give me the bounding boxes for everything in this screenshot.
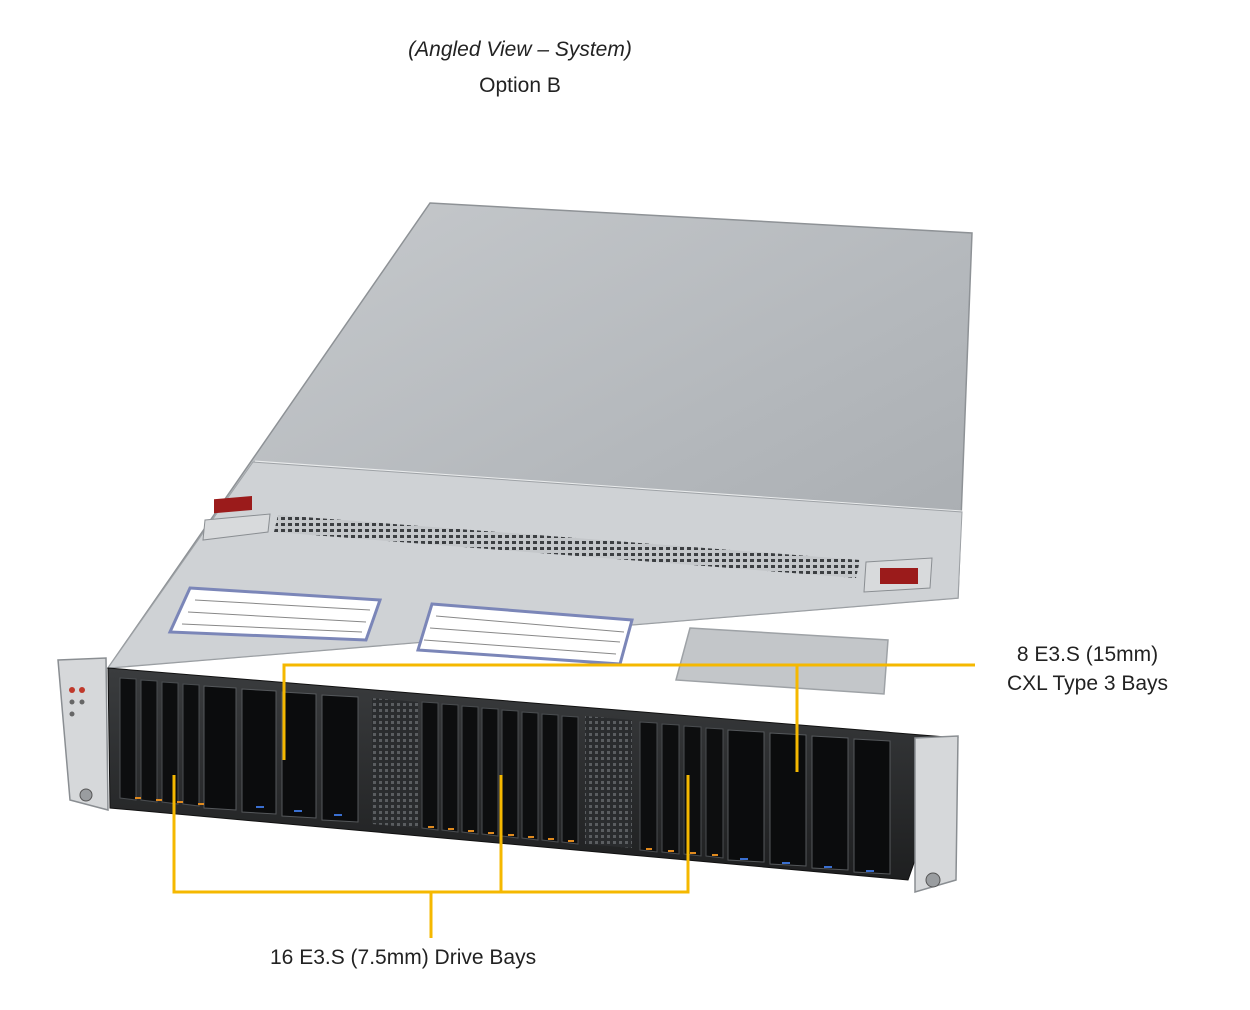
cxl-bay-group-2 [727,729,891,875]
cxl-bay[interactable] [727,729,765,863]
bay-led-row [135,797,874,872]
drive-bay-group-2 [421,701,579,845]
view-caption: (Angled View – System) [408,38,632,61]
drive-bay[interactable] [119,677,137,801]
service-label-left [167,586,383,642]
drive-bay[interactable] [521,711,539,841]
e3s-callout-lines [172,775,690,938]
cxl-callout-line2: CXL Type 3 Bays [1006,672,1169,695]
cxl-bay[interactable] [321,694,359,823]
drive-bay[interactable] [421,701,439,831]
cxl-bay[interactable] [811,735,849,871]
mesh-panel-center [372,698,418,828]
cxl-callout-line1: 8 E3.S (15mm) [1016,643,1159,666]
drive-bay[interactable] [140,679,158,803]
cxl-callout-lines [282,663,975,772]
mesh-panel-right [585,716,632,848]
recessed-plate [675,627,889,695]
drive-bay[interactable] [541,713,559,843]
power-led-icon [69,687,75,693]
right-rack-ear[interactable] [914,735,959,894]
drive-bay[interactable] [561,715,579,845]
drive-bay[interactable] [639,721,658,853]
vent-strip [274,515,860,578]
drive-bay[interactable] [661,723,680,855]
drive-bay[interactable] [161,681,179,805]
drive-bay-group-3 [639,721,724,859]
cxl-bay[interactable] [241,688,277,815]
cxl-bay[interactable] [853,738,891,875]
e3s-bays-callout: 16 E3.S (7.5mm) Drive Bays [270,946,537,969]
cxl-bays-callout: 8 E3.S (15mm) CXL Type 3 Bays [990,640,1185,698]
cxl-bay[interactable] [281,691,317,819]
release-latch-right-icon[interactable] [863,557,933,593]
left-rack-ear[interactable] [57,657,109,811]
cxl-bay-group-1 [203,685,359,823]
thumbscrew-right-icon[interactable] [925,872,941,888]
thumbscrew-left-icon[interactable] [79,788,93,802]
drive-bay-group-1 [119,677,200,807]
cxl-bay[interactable] [769,732,807,867]
drive-bay[interactable] [501,709,519,839]
drive-bay[interactable] [182,683,200,807]
release-latch-left-icon[interactable] [202,495,271,541]
cxl-bay[interactable] [203,685,237,811]
drive-bay[interactable] [705,727,724,859]
service-label-right [416,602,634,666]
drive-bay[interactable] [481,707,499,837]
drive-bay[interactable] [461,705,479,835]
drive-bay[interactable] [441,703,459,833]
option-caption: Option B [479,74,561,97]
